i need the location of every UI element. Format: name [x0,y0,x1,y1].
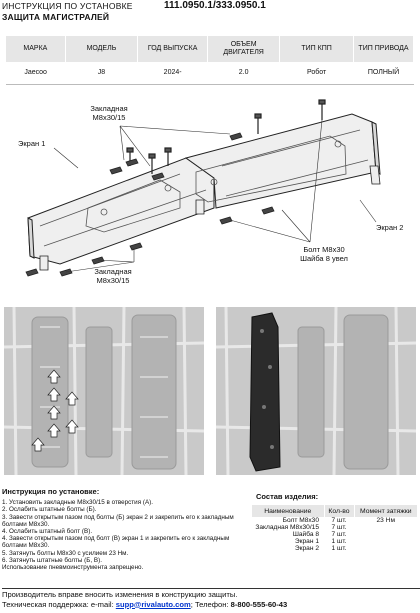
parts-header: Кол-во [324,505,355,517]
instruction-step: 2. Ослабить штатные болты (Б). [2,506,97,514]
part-name: Экран 1 [294,538,319,545]
specs-cell: 2024- [137,62,208,85]
specs-header: ТИП ПРИВОДА [353,36,414,62]
part-torque [354,524,418,531]
specs-row: Jaecoo J8 2024- 2.0 Робот ПОЛНЫЙ [6,62,414,85]
support-prefix: Техническая поддержка: e-mail: [2,599,116,609]
parts-title: Состав изделия: [256,492,319,501]
support-email-link[interactable]: supp@rivalauto.com [115,599,191,609]
specs-cell: J8 [65,62,138,85]
part-number: 111.0950.1/333.0950.1 [164,0,266,11]
parts-table: Наименование Кол-во Момент затяжки Болт … [252,505,418,552]
parts-header-row: Наименование Кол-во Момент затяжки [252,505,418,517]
phone-prefix: ; Телефон: [190,599,231,609]
part-qty: 1 шт. [331,538,347,545]
assembly-diagram: Закладная М8х30/15 Экран 1 Экран 2 Болт … [0,96,420,301]
specs-cell: ПОЛНЫЙ [353,62,414,85]
footer: Производитель вправе вносить изменения в… [2,588,420,610]
assembly-drawing [25,99,381,277]
instruction-step: 5. Затянуть болты М8х30 с усилием 23 Нм. [2,549,129,557]
table-row: Болт М8х30 7 шт. 23 Нм [252,517,418,524]
parts-header: Момент затяжки [354,505,418,517]
label-insert-bottom: Закладная М8х30/15 [94,267,132,285]
part-name: Болт М8х30 [282,517,319,524]
table-row: Закладная М8х30/15 7 шт. [252,524,418,531]
underbody-installed-illustration [216,307,416,475]
instruction-step: 4. Ослабить штатный болт (В). [2,528,93,536]
instruction-step: 1. Установить закладные М8х30/15 в отвер… [2,499,153,507]
specs-cell: 2.0 [207,62,280,85]
specs-header: МОДЕЛЬ [65,36,139,62]
instruction-warning: Использование пневмоинструмента запрещен… [2,564,144,572]
part-qty: 7 шт. [331,524,347,531]
installation-instructions: Инструкция по установке: 1. Установить з… [2,488,247,571]
instruction-step: 3. Завести открытым пазом под болты (Б) … [2,513,234,528]
label-shield-1: Экран 1 [18,139,46,148]
product-title: ЗАЩИТА МАГИСТРАЛЕЙ [2,12,110,22]
document-header: ИНСТРУКЦИЯ ПО УСТАНОВКЕ ЗАЩИТА МАГИСТРАЛ… [0,0,420,28]
support-phone: 8-800-555-60-43 [230,599,288,609]
table-row: Шайба 8 7 шт. [252,531,418,538]
part-torque [354,531,418,538]
part-name: Экран 2 [294,545,319,552]
specs-header: ГОД ВЫПУСКА [137,36,209,62]
specs-cell: Робот [279,62,354,85]
vehicle-specs-table: МАРКА МОДЕЛЬ ГОД ВЫПУСКА ОБЪЕМ ДВИГАТЕЛЯ… [6,36,414,85]
part-qty: 1 шт. [331,545,347,552]
label-shield-2: Экран 2 [376,223,404,232]
part-name: Шайба 8 [292,531,319,538]
table-row: Экран 1 1 шт. [252,538,418,545]
specs-cell: Jaecoo [6,62,66,85]
specs-header: ОБЪЕМ ДВИГАТЕЛЯ [207,36,281,62]
underbody-photo-inserts [4,307,204,475]
part-name: Закладная М8х30/15 [255,524,319,531]
part-torque: 23 Нм [376,517,395,524]
part-qty: 7 шт. [331,517,347,524]
specs-header: МАРКА [6,36,66,62]
underbody-photo-installed [216,307,416,475]
instruction-step: 6. Затянуть штатные болты (Б, В). [2,556,102,564]
parts-header: Наименование [252,505,325,517]
part-qty: 7 шт. [331,531,347,538]
parts-list: Состав изделия: Наименование Кол-во Моме… [252,492,420,552]
label-insert-top: Закладная М8х30/15 [90,104,128,122]
underbody-illustration [4,307,204,475]
label-bolt-washer: Болт М8х30 Шайба 8 увел [300,245,348,263]
footer-support: Техническая поддержка: e-mail: supp@riva… [2,600,420,610]
part-torque [354,545,418,552]
doc-type: ИНСТРУКЦИЯ ПО УСТАНОВКЕ [2,1,133,11]
table-row: Экран 2 1 шт. [252,545,418,552]
instructions-title: Инструкция по установке: [2,487,100,496]
instruction-step: 4. Завести открытым пазом под болт (В) э… [2,535,230,550]
footer-divider [2,588,420,589]
specs-header: ТИП КПП [279,36,354,62]
specs-header-row: МАРКА МОДЕЛЬ ГОД ВЫПУСКА ОБЪЕМ ДВИГАТЕЛЯ… [6,36,414,62]
part-torque [354,538,418,545]
footer-disclaimer: Производитель вправе вносить изменения в… [2,590,238,599]
